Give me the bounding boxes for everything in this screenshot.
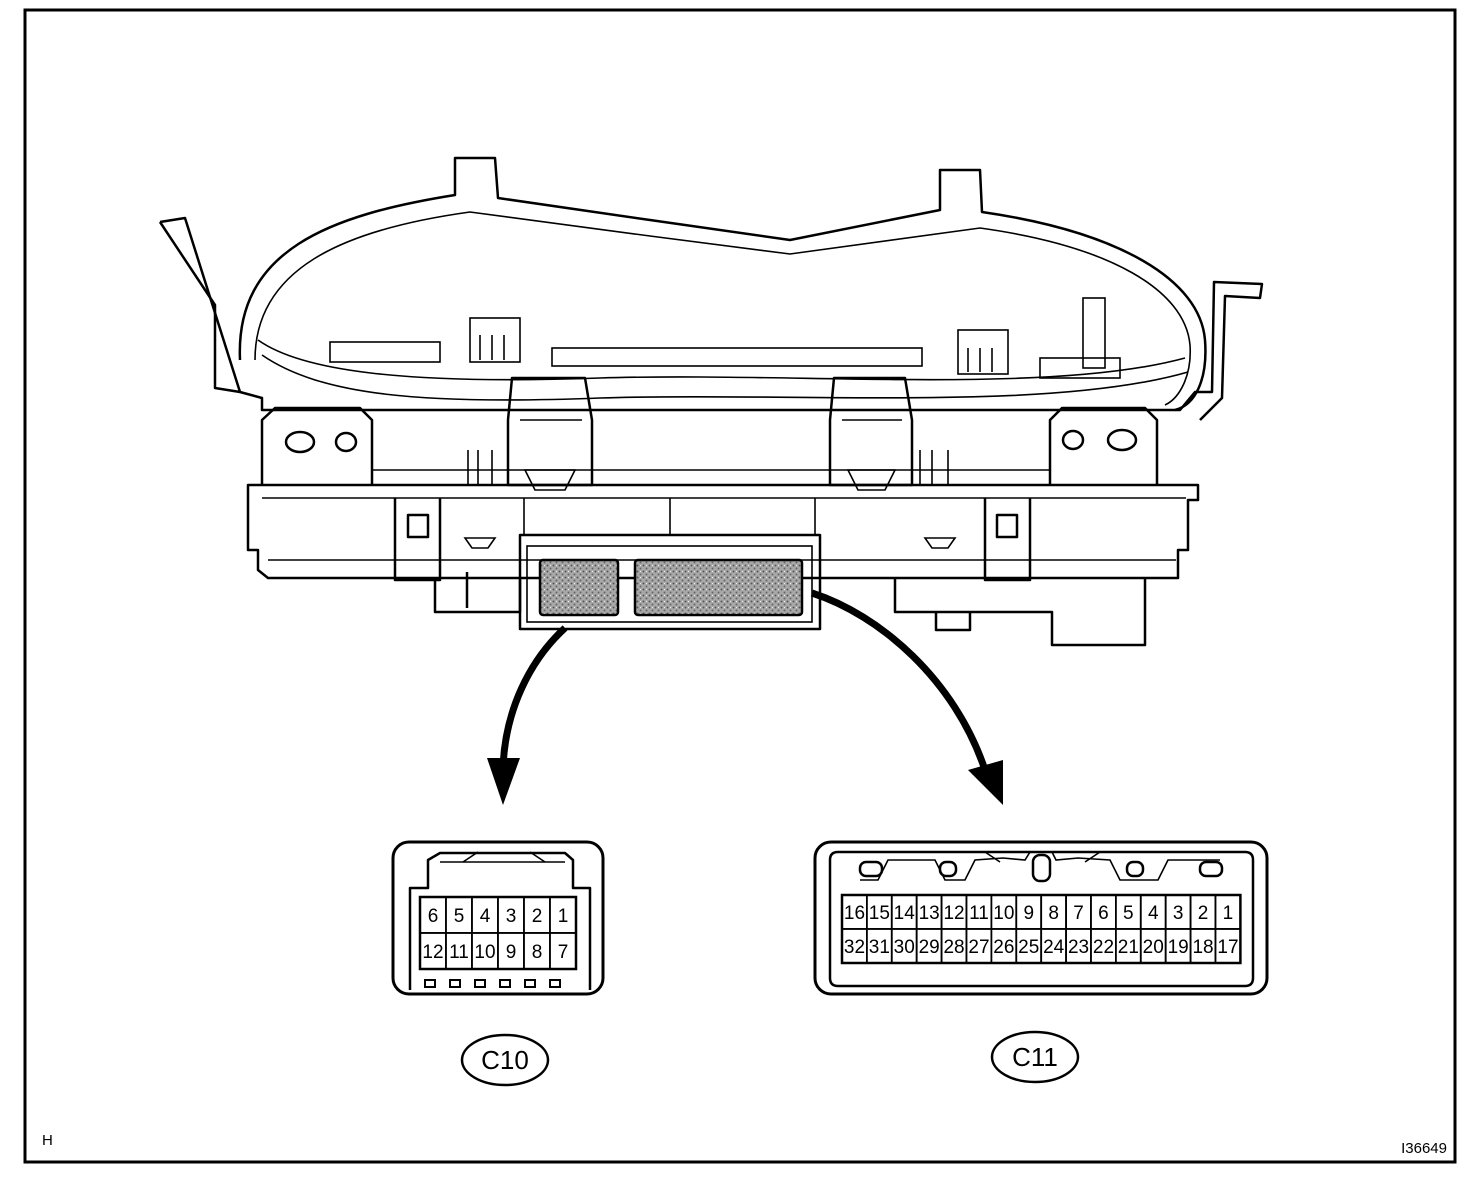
c11-pin-cell — [1015, 928, 1043, 964]
c10-pin-number: 12 — [422, 942, 443, 963]
c11-pin-number: 3 — [1173, 903, 1184, 924]
c11-pin-number: 15 — [869, 903, 890, 924]
c10-pin-number: 3 — [506, 906, 517, 927]
c11-pin-number: 25 — [1018, 937, 1039, 958]
c11-pin-number: 7 — [1073, 903, 1084, 924]
c10-pin-cell — [523, 932, 551, 970]
c11-pin-number: 27 — [968, 937, 989, 958]
c11-pin-number: 18 — [1192, 937, 1213, 958]
c11-pin-number: 10 — [993, 903, 1014, 924]
c10-pin-number: 1 — [558, 906, 569, 927]
c11-pin-cell — [1139, 928, 1167, 964]
c11-pin-number: 14 — [894, 903, 916, 924]
c10-bottom-keys — [424, 979, 561, 988]
c11-pin-number: 24 — [1043, 937, 1065, 958]
c11-pin-number: 19 — [1168, 937, 1189, 958]
c11-pin-number: 29 — [919, 937, 940, 958]
c11-pin-number: 11 — [969, 903, 989, 924]
c10-pin-number: 11 — [449, 942, 469, 963]
c10-pin-grid-outline — [418, 895, 578, 971]
c11-pin-number: 12 — [943, 903, 964, 924]
c11-pin-number: 26 — [993, 937, 1014, 958]
c11-pin-number: 16 — [844, 903, 865, 924]
c10-pin-cell — [471, 932, 499, 970]
arrow-to-c11 — [810, 589, 1003, 805]
c11-pin-number: 9 — [1023, 903, 1034, 924]
c11-pin-number: 8 — [1048, 903, 1059, 924]
c11-pin-number: 5 — [1123, 903, 1134, 924]
c10-pin-number: 9 — [506, 942, 517, 963]
c10-pin-number: 5 — [454, 906, 465, 927]
c10-pin-number: 6 — [428, 906, 439, 927]
c11-pin-number: 28 — [943, 937, 964, 958]
c11-pin-number: 1 — [1223, 903, 1234, 924]
c11-pin-number: 13 — [919, 903, 940, 924]
figure-frame — [23, 8, 1457, 1164]
c10-label: C10 — [460, 1033, 550, 1087]
c10-socket-shaded — [538, 558, 620, 617]
c11-pin-number: 32 — [844, 937, 865, 958]
c10-pin-number: 4 — [480, 906, 491, 927]
c11-pin-number: 20 — [1143, 937, 1164, 958]
c11-pin-number: 21 — [1118, 937, 1139, 958]
c11-label: C11 — [990, 1030, 1080, 1084]
arrow-to-c10 — [487, 625, 568, 805]
c11-pin-number: 4 — [1148, 903, 1159, 924]
c11-pin-number: 23 — [1068, 937, 1089, 958]
c11-pin-number: 2 — [1198, 903, 1209, 924]
c10-pin-cell — [445, 932, 473, 970]
c10-pin-number: 10 — [474, 942, 495, 963]
svg-text:C11: C11 — [1012, 1042, 1058, 1072]
c10-pin-number: 2 — [532, 906, 543, 927]
combination-meter-illustration — [158, 156, 1264, 647]
c11-pin-number: 30 — [894, 937, 915, 958]
c11-pin-number: 22 — [1093, 937, 1114, 958]
c11-pin-cell — [1065, 928, 1092, 964]
c11-socket-shaded — [633, 558, 804, 617]
c10-pin-number: 8 — [532, 942, 543, 963]
c11-pin-number: 17 — [1217, 937, 1238, 958]
svg-text:C10: C10 — [481, 1045, 529, 1075]
figure-id: I36649 — [1401, 1140, 1447, 1157]
corner-label-left: H — [42, 1132, 53, 1149]
c11-pin-number: 6 — [1098, 903, 1109, 924]
c11-pin-number: 31 — [869, 937, 890, 958]
c11-pin-grid-outline — [840, 893, 1242, 965]
c10-pin-number: 7 — [558, 942, 569, 963]
